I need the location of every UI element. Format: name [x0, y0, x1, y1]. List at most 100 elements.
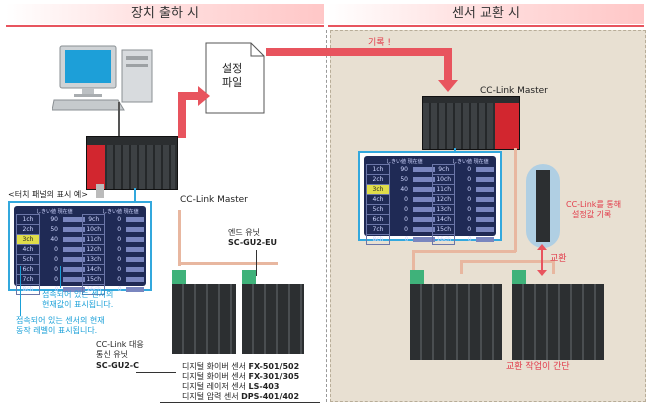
channel-row: 11ch 0 — [81, 234, 146, 245]
channel-threshold: 0 — [404, 196, 408, 203]
note1-line1: 접속되어 있는 센서의 — [42, 290, 114, 299]
channel-label: 14ch — [81, 264, 106, 275]
channel-label: 8ch — [366, 234, 390, 245]
plc-red-module — [87, 145, 105, 189]
channel-threshold: 0 — [467, 226, 472, 233]
right-cable-h — [412, 250, 516, 253]
channel-threshold: 0 — [117, 246, 122, 253]
panel-link-right-v — [454, 148, 456, 152]
channel-level-bar — [411, 175, 437, 185]
cclink-master-label-left: CC-Link Master — [180, 195, 248, 205]
level-bar-fill — [125, 227, 144, 232]
channel-threshold: 0 — [467, 186, 472, 193]
green-connector — [242, 270, 256, 284]
level-bar-fill — [475, 187, 494, 192]
channel-label: 7ch — [366, 224, 390, 235]
channel-threshold: 0 — [404, 226, 408, 233]
left-cable-h — [178, 262, 278, 265]
green-connector — [512, 270, 526, 284]
note1-line2: 현재값이 표시됩니다. — [42, 300, 114, 309]
channel-threshold: 50 — [400, 176, 408, 183]
channel-label: 12ch — [81, 244, 106, 255]
sensor-model: DPS-401/402 — [241, 392, 300, 401]
level-bar-fill — [412, 167, 435, 172]
left-header: 장치 출하 시 — [6, 4, 324, 24]
panel-right-head2: しきい値 現在値 — [452, 159, 489, 165]
channel-label: 6ch — [366, 214, 390, 225]
replaced-sensor — [536, 170, 550, 242]
arrow-file-to-right-h — [266, 48, 452, 56]
right-cable-v — [514, 148, 517, 252]
level-bar-fill — [62, 267, 85, 272]
panel-left-head2: しきい値 現在値 — [102, 209, 139, 215]
channel-level-bar — [474, 185, 496, 195]
level-bar-fill — [125, 257, 144, 262]
right-header-text: 센서 교환 시 — [451, 6, 521, 21]
level-bar-fill — [412, 187, 435, 192]
channel-threshold: 0 — [404, 216, 408, 223]
sensor-unit-group-left-1 — [172, 270, 236, 354]
channel-label: 2ch — [16, 224, 40, 235]
channel-threshold: 0 — [117, 236, 122, 243]
channel-level-bar — [124, 285, 146, 295]
setting-file-label: 설정 파일 — [222, 62, 243, 89]
level-bar-fill — [125, 247, 144, 252]
channel-level-bar — [474, 225, 496, 235]
plc-red-module-right — [495, 103, 519, 149]
left-header-text: 장치 출하 시 — [130, 6, 200, 21]
level-bar-fill — [62, 217, 85, 222]
level-bar-fill — [125, 277, 144, 282]
note2-line1: 접속되어 있는 센서의 현재 — [16, 316, 105, 325]
channel-label: 15ch — [431, 224, 456, 235]
channel-level-bar — [474, 215, 496, 225]
level-bar-fill — [62, 237, 85, 242]
channel-level-bar — [61, 275, 87, 285]
channel-label: 5ch — [16, 254, 40, 265]
channel-level-bar — [124, 255, 146, 265]
channel-threshold: 0 — [117, 256, 122, 263]
level-bar-fill — [475, 197, 494, 202]
channel-label: 11ch — [81, 234, 106, 245]
channel-threshold: 0 — [54, 266, 58, 273]
channel-label: 15ch — [81, 274, 106, 285]
channel-level-bar — [124, 235, 146, 245]
level-bar-fill — [62, 287, 85, 292]
channel-level-bar — [61, 215, 87, 225]
arrow-plc-to-file-h — [178, 92, 204, 100]
sensor-amplifier-stack — [512, 284, 604, 360]
channel-row: 6ch 0 — [366, 214, 437, 225]
green-connector — [410, 270, 424, 284]
sensor-amplifier-stack — [172, 284, 236, 354]
right-cable-drop2 — [460, 260, 463, 274]
arrow-file-to-right-v — [444, 48, 452, 82]
sensor-unit-group-left-2 — [242, 270, 304, 354]
cclink-master-plc-left — [86, 136, 178, 190]
channel-label: 5ch — [366, 204, 390, 215]
right-cable-h2 — [460, 260, 554, 263]
level-bar-fill — [62, 227, 85, 232]
channel-level-bar — [124, 265, 146, 275]
plc-modules-right — [423, 103, 493, 149]
record-label: 기록 ! — [368, 38, 392, 48]
channel-level-bar — [124, 215, 146, 225]
arrow-head-to-right-plc — [438, 80, 458, 92]
arrow-plc-to-file-v — [178, 92, 186, 138]
channel-label: 9ch — [81, 214, 106, 225]
channel-level-bar — [474, 195, 496, 205]
note2-line2: 동작 레벨이 표시됩니다. — [16, 326, 98, 335]
channel-level-bar — [411, 215, 437, 225]
